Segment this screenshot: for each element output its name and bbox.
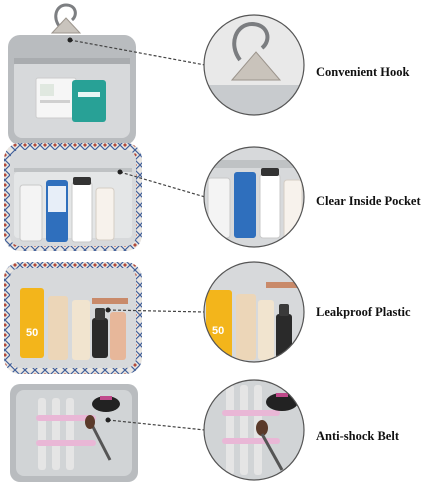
feature-label-pocket: Clear Inside Pocket — [316, 194, 421, 208]
bag-pocket-section — [4, 143, 142, 251]
bag-belt-section — [10, 384, 138, 482]
leader-lines — [69, 39, 206, 431]
zoom-belt-callout — [203, 379, 305, 481]
zoom-pocket-callout — [203, 146, 305, 248]
feature-label-hook: Convenient Hook — [316, 65, 410, 79]
bag-top-section — [8, 35, 136, 145]
zoom-hook-callout — [203, 14, 305, 116]
svg-text:50: 50 — [212, 325, 224, 337]
bag-plastic-section: 50 — [4, 262, 142, 374]
hook-icon — [50, 3, 82, 34]
feature-label-belt: Anti-shock Belt — [316, 429, 399, 443]
feature-label-plastic: Leakproof Plastic — [316, 305, 411, 319]
svg-text:50: 50 — [26, 327, 38, 339]
zoom-plastic-callout: 50 — [203, 261, 305, 363]
